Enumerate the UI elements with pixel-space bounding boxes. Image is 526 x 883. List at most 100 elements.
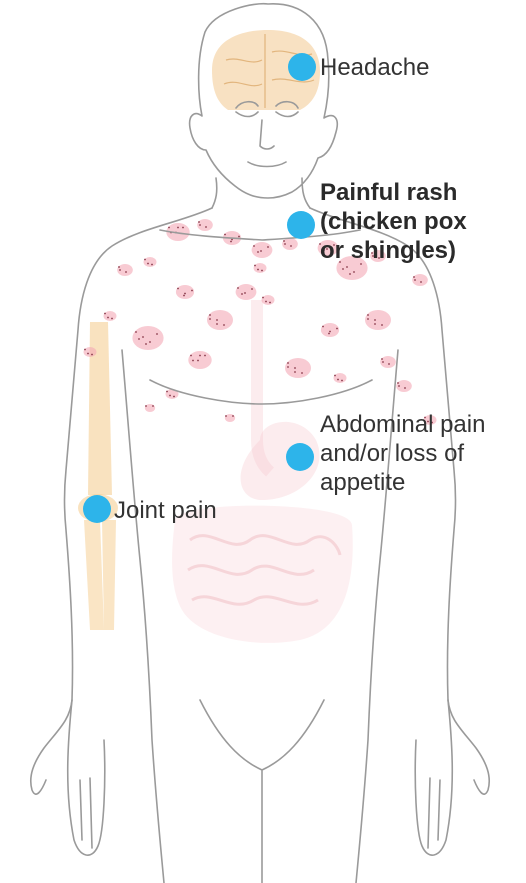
joint-marker[interactable] [83, 495, 111, 523]
rash-dot [353, 271, 355, 273]
rash-dot [151, 264, 153, 266]
rash-dot [230, 241, 232, 243]
rash-dot [223, 324, 225, 326]
rash-dot [199, 355, 201, 357]
abdominal-marker[interactable] [286, 443, 314, 471]
rash-dot [397, 382, 399, 384]
rash-dot [87, 353, 89, 355]
rash-blotch [207, 310, 233, 330]
headache-label-line1: Headache [320, 53, 429, 82]
rash-blotch [236, 284, 257, 300]
rash-dot [404, 387, 406, 389]
headache-label: Headache [320, 53, 429, 82]
rash-dot [322, 326, 324, 328]
rash-dot [244, 292, 246, 294]
rash-dot [265, 301, 267, 303]
rash-dot [413, 276, 415, 278]
rash-dot [261, 270, 263, 272]
rash-dot [111, 318, 113, 320]
rash-dot [168, 227, 170, 229]
rash-dot [290, 245, 292, 247]
rash-dot [254, 265, 256, 267]
joint-label-line1: Joint pain [114, 496, 217, 525]
rash-dot [135, 331, 137, 333]
rash-label: Painful rash (chicken pox or shingles) [320, 178, 467, 265]
abdominal-label-line3: appetite [320, 468, 485, 497]
rash-dot [209, 314, 211, 316]
rash-blotch [84, 347, 97, 357]
rash-dot [184, 293, 186, 295]
rash-dot [257, 269, 259, 271]
rash-dot [420, 281, 422, 283]
rash-dot [145, 343, 147, 345]
rash-blotch [176, 285, 194, 299]
rash-dot [118, 266, 120, 268]
rash-blotch [188, 351, 211, 369]
rash-dot [414, 279, 416, 281]
rash-dot [177, 227, 179, 229]
rash-dot [216, 323, 218, 325]
rash-dot [144, 259, 146, 261]
rash-marker[interactable] [287, 211, 315, 239]
rash-dot [199, 224, 201, 226]
rash-dot [257, 251, 259, 253]
rash-dot [84, 349, 86, 351]
rash-dot [346, 266, 348, 268]
rash-blotch [334, 373, 347, 383]
rash-dot [173, 396, 175, 398]
rash-dot [225, 415, 227, 417]
rash-dot [191, 290, 193, 292]
rash-dot [107, 317, 109, 319]
rash-dot [197, 360, 199, 362]
headache-marker[interactable] [288, 53, 316, 81]
rash-dot [177, 288, 179, 290]
rash-dot [329, 331, 331, 333]
joint-label: Joint pain [114, 496, 217, 525]
rash-dot [142, 336, 144, 338]
rash-dot [152, 405, 154, 407]
rash-blotch [365, 310, 391, 330]
rash-dot [337, 379, 339, 381]
rash-dot [204, 355, 206, 357]
rash-dot [125, 271, 127, 273]
rash-dot [192, 360, 194, 362]
abdominal-label-line1: Abdominal pain [320, 410, 485, 439]
rash-blotch [254, 263, 267, 273]
rash-label-line1: Painful rash [320, 178, 467, 207]
rash-blotch [252, 242, 273, 258]
rash-dot [341, 380, 343, 382]
rash-dot [119, 269, 121, 271]
rash-blotch [104, 311, 117, 321]
rash-dot [342, 268, 344, 270]
rash-blotch [285, 358, 311, 378]
rash-dot [283, 240, 285, 242]
rash-dot [294, 367, 296, 369]
rash-dot [205, 226, 207, 228]
rash-dot [149, 341, 151, 343]
rash-dot [328, 333, 330, 335]
rash-dot [183, 295, 185, 297]
rash-dot [334, 375, 336, 377]
rash-dot [269, 302, 271, 304]
rash-dot [284, 243, 286, 245]
rash-dot [241, 293, 243, 295]
rash-dot [251, 288, 253, 290]
rash-dot [381, 358, 383, 360]
rash-dot [253, 245, 255, 247]
rash-dot [367, 318, 369, 320]
rash-dot [301, 372, 303, 374]
rash-dot [349, 273, 351, 275]
rash-dot [166, 391, 168, 393]
rash-dot [91, 354, 93, 356]
rash-dot [169, 395, 171, 397]
rash-dot [262, 297, 264, 299]
rash-dot [294, 371, 296, 373]
rash-dot [382, 361, 384, 363]
rash-blotch [144, 257, 157, 267]
rash-dot [398, 385, 400, 387]
rash-dot [238, 236, 240, 238]
rash-dot [209, 318, 211, 320]
rash-dot [190, 355, 192, 357]
rash-dot [232, 415, 234, 417]
rash-dot [374, 323, 376, 325]
